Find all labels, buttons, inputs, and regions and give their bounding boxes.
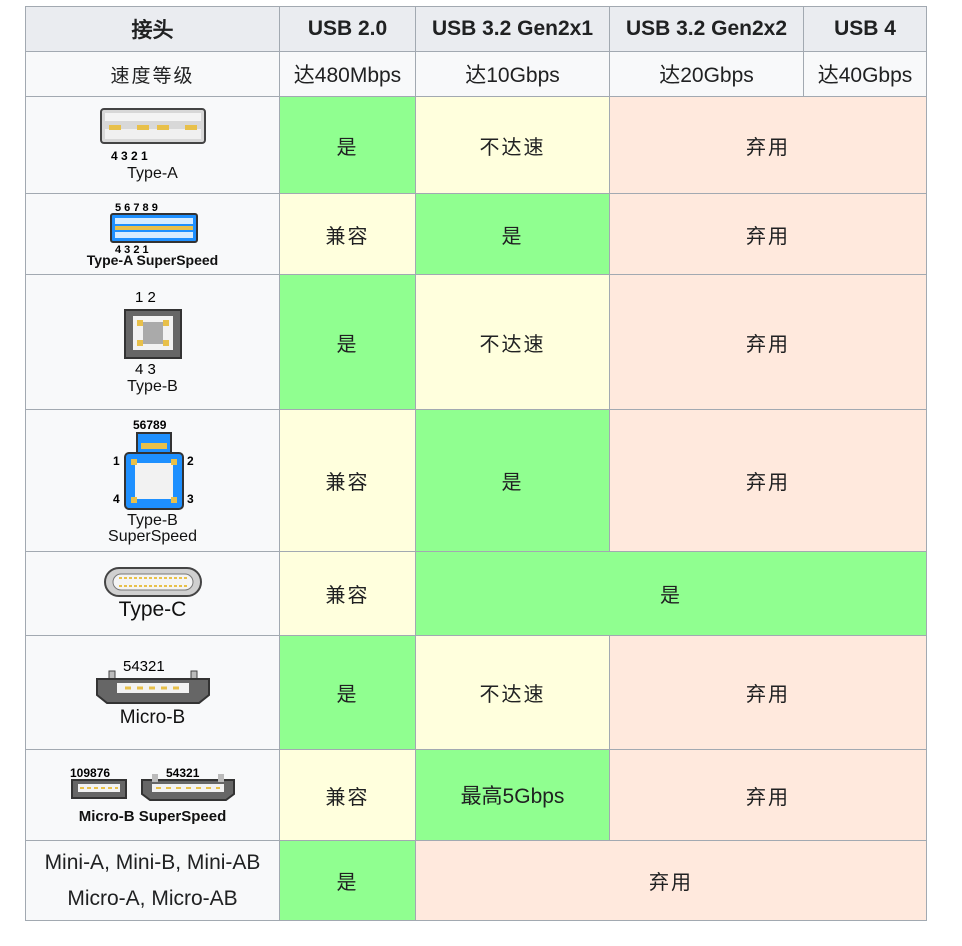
type-b-ss-pin-2: 2: [187, 454, 194, 468]
connector-type-b: 1 2 4 3 Type-B: [25, 274, 280, 410]
header-usb4: USB 4: [803, 6, 927, 52]
type-b-superspeed-connector-icon: 56789 1 2 3 4: [113, 418, 194, 510]
micro-b-superspeed-connector-icon: 109876 54321: [70, 766, 235, 801]
type-c-caption: Type-C: [118, 597, 187, 621]
cell-type-b-gen2x2-usb4: 弃用: [609, 274, 927, 410]
connector-type-c: Type-C: [25, 551, 280, 636]
type-b-connector-icon: 1 2 4 3: [123, 289, 182, 378]
cell-type-c-rest: 是: [415, 551, 927, 636]
type-a-ss-pins-top: 5 6 7 8 9: [115, 202, 158, 214]
micro-b-connector-icon: 54321: [95, 658, 210, 704]
type-a-ss-pins-bottom: 4 3 2 1: [115, 244, 149, 256]
speed-row: 速度等级 达480Mbps 达10Gbps 达20Gbps 达40Gbps: [25, 51, 927, 97]
header-usb32-gen2x2: USB 3.2 Gen2x2: [609, 6, 804, 52]
micro-b-ss-pins-right: 54321: [166, 766, 200, 780]
connector-micro-b-superspeed: 109876 54321 Micro-B SuperSpeed: [25, 749, 280, 841]
micro-b-ss-pins-left: 109876: [70, 766, 110, 780]
row-type-c: Type-C 兼容 是: [25, 551, 927, 636]
type-b-pins-bottom: 4 3: [135, 361, 156, 378]
connector-type-a-superspeed: 5 6 7 8 9 4 3 2 1 Type-A SuperSpeed: [25, 193, 280, 275]
row-type-a: 4 3 2 1 Type-A 是 不达速 弃用: [25, 96, 927, 194]
speed-usb20: 达480Mbps: [279, 51, 416, 97]
row-type-b: 1 2 4 3 Type-B 是 不达速 弃用: [25, 274, 927, 410]
type-b-pins-top: 1 2: [135, 289, 156, 306]
connector-type-b-superspeed: 56789 1 2 3 4 Type-B SuperSpeed: [25, 409, 280, 552]
cell-micro-b-ss-gen2x2-usb4: 弃用: [609, 749, 927, 841]
mini-line-2: Micro-A, Micro-AB: [67, 886, 238, 910]
header-row: 接头 USB 2.0 USB 3.2 Gen2x1 USB 3.2 Gen2x2…: [25, 6, 927, 52]
row-micro-b-superspeed: 109876 54321 Micro-B SuperSpeed 兼容 最高5Gb…: [25, 749, 927, 841]
type-b-caption: Type-B: [127, 378, 178, 395]
connector-type-a: 4 3 2 1 Type-A: [25, 96, 280, 194]
micro-b-caption: Micro-B: [119, 706, 186, 728]
type-a-pins: 4 3 2 1: [111, 149, 148, 163]
speed-usb4: 达40Gbps: [803, 51, 927, 97]
row-type-a-superspeed: 5 6 7 8 9 4 3 2 1 Type-A SuperSpeed 兼容 是…: [25, 193, 927, 275]
header-usb32-gen2x1: USB 3.2 Gen2x1: [415, 6, 610, 52]
cell-type-a-ss-usb20: 兼容: [279, 193, 416, 275]
speed-gen2x2: 达20Gbps: [609, 51, 804, 97]
cell-micro-b-ss-usb20: 兼容: [279, 749, 416, 841]
cell-type-a-ss-gen2x2-usb4: 弃用: [609, 193, 927, 275]
cell-type-a-usb20: 是: [279, 96, 416, 194]
connector-micro-b: 54321 Micro-B: [25, 635, 280, 750]
cell-mini-usb20: 是: [279, 840, 416, 921]
type-a-connector-icon: 4 3 2 1: [99, 108, 206, 163]
connector-mini-micro-a: Mini-A, Mini-B, Mini-AB Micro-A, Micro-A…: [25, 840, 280, 921]
type-a-superspeed-connector-icon: 5 6 7 8 9 4 3 2 1: [109, 202, 198, 256]
cell-type-b-gen2x1: 不达速: [415, 274, 610, 410]
cell-type-c-usb20: 兼容: [279, 551, 416, 636]
micro-b-pins: 54321: [123, 658, 165, 675]
type-a-caption: Type-A: [127, 165, 178, 182]
speed-gen2x1: 达10Gbps: [415, 51, 610, 97]
cell-type-b-usb20: 是: [279, 274, 416, 410]
cell-micro-b-ss-gen2x1: 最高5Gbps: [415, 749, 610, 841]
type-b-ss-pin-4: 4: [113, 492, 120, 506]
mini-line-1: Mini-A, Mini-B, Mini-AB: [44, 850, 261, 874]
cell-type-a-ss-gen2x1: 是: [415, 193, 610, 275]
usb-compatibility-table: 接头 USB 2.0 USB 3.2 Gen2x1 USB 3.2 Gen2x2…: [25, 6, 927, 921]
cell-mini-rest: 弃用: [415, 840, 927, 921]
cell-type-b-ss-gen2x1: 是: [415, 409, 610, 552]
row-type-b-superspeed: 56789 1 2 3 4 Type-B SuperSpeed: [25, 409, 927, 552]
header-usb20: USB 2.0: [279, 6, 416, 52]
type-a-ss-caption: Type-A SuperSpeed: [86, 252, 219, 268]
row-micro-b: 54321 Micro-B 是 不达速 弃用: [25, 635, 927, 750]
type-b-ss-pins-top: 56789: [133, 418, 167, 432]
type-c-connector-icon: [103, 566, 202, 597]
cell-type-a-gen2x2-usb4: 弃用: [609, 96, 927, 194]
cell-type-a-gen2x1: 不达速: [415, 96, 610, 194]
type-b-ss-pin-3: 3: [187, 492, 194, 506]
type-b-ss-pin-1: 1: [113, 454, 120, 468]
type-b-ss-caption-1: Type-B: [127, 511, 178, 529]
cell-type-b-ss-gen2x2-usb4: 弃用: [609, 409, 927, 552]
micro-b-ss-caption: Micro-B SuperSpeed: [78, 807, 227, 825]
speed-label: 速度等级: [25, 51, 280, 97]
row-mini-micro-a: Mini-A, Mini-B, Mini-AB Micro-A, Micro-A…: [25, 840, 927, 921]
type-b-ss-caption-2: SuperSpeed: [108, 527, 197, 545]
header-connector: 接头: [25, 6, 280, 52]
cell-micro-b-gen2x2-usb4: 弃用: [609, 635, 927, 750]
cell-type-b-ss-usb20: 兼容: [279, 409, 416, 552]
cell-micro-b-gen2x1: 不达速: [415, 635, 610, 750]
cell-micro-b-usb20: 是: [279, 635, 416, 750]
